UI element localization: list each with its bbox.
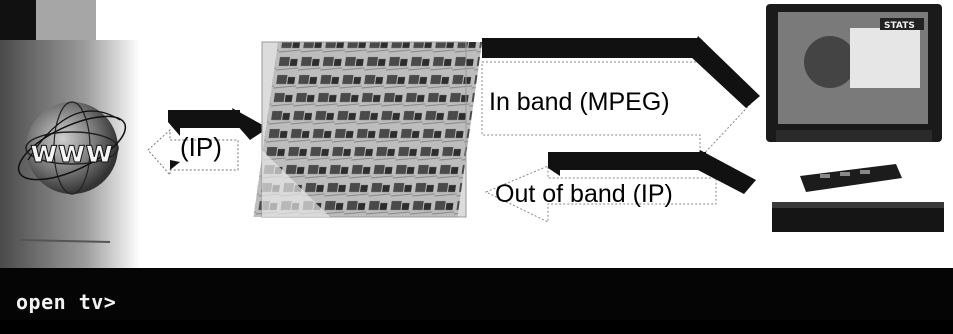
out-of-band-label: Out of band (IP) (495, 180, 673, 209)
set-top-box-icon (772, 202, 944, 232)
ip-label: (IP) (180, 132, 222, 163)
television-icon: STATS (766, 4, 942, 142)
in-band-label: In band (MPEG) (489, 88, 670, 117)
svg-text:STATS: STATS (884, 21, 915, 31)
remote-control-icon (800, 164, 902, 192)
globe-backdrop-top (36, 0, 96, 40)
server-rack-icon (254, 42, 483, 217)
svg-text:www: www (30, 135, 113, 170)
opentv-logo: open tv> (16, 290, 116, 314)
footer-edge (0, 320, 953, 334)
